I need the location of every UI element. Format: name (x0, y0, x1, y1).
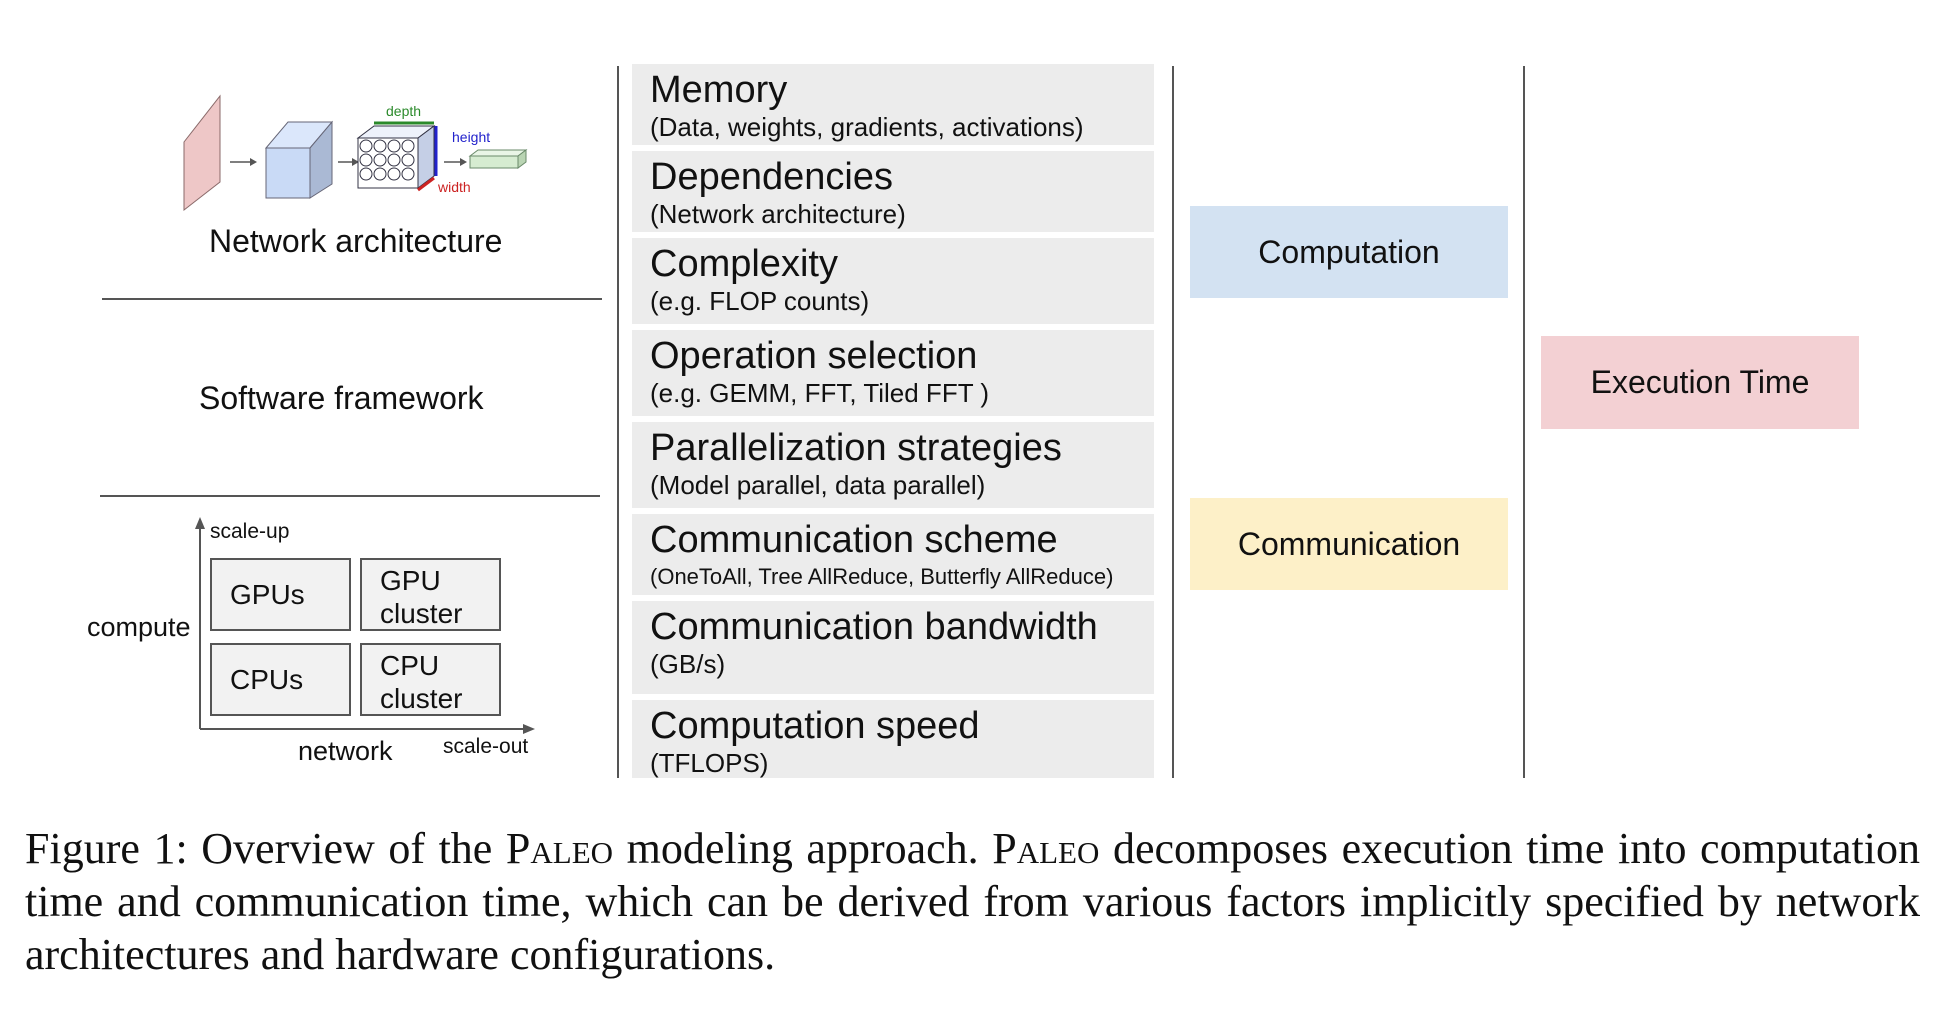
divider-factors-categories (1172, 66, 1174, 778)
caption-paleo-name: Paleo (505, 824, 614, 873)
factor-subtitle: (GB/s) (650, 649, 726, 679)
hardware-axes-icon (195, 517, 535, 734)
factor-operation-selection: Operation selection (e.g. GEMM, FFT, Til… (632, 330, 1154, 416)
cpu-cluster-box: CPU cluster (360, 643, 501, 716)
communication-box: Communication (1190, 498, 1508, 590)
execution-time-label: Execution Time (1590, 364, 1810, 400)
factor-parallelization-strategies: Parallelization strategies (Model parall… (632, 422, 1154, 508)
gpu-cluster-line1: GPU (380, 565, 441, 596)
gpu-cluster-box: GPU cluster (360, 558, 501, 631)
height-label: height (452, 129, 490, 145)
factor-title: Parallelization strategies (650, 427, 1062, 469)
computation-label: Computation (1258, 233, 1440, 270)
factor-title: Memory (650, 69, 788, 111)
compute-axis-label: compute (87, 612, 191, 642)
width-label: width (437, 179, 471, 195)
factor-subtitle: (Network architecture) (650, 199, 906, 229)
factor-subtitle: (e.g. GEMM, FFT, Tiled FFT ) (650, 378, 989, 408)
factor-memory: Memory (Data, weights, gradients, activa… (632, 64, 1154, 145)
cpus-label: CPUs (230, 664, 304, 695)
figure-caption: Figure 1: Overview of the Paleo modeling… (25, 822, 1920, 981)
caption-suffix: decomposes execution time into computati… (25, 824, 1920, 979)
factor-subtitle: (Model parallel, data parallel) (650, 470, 986, 500)
software-framework-label: Software framework (199, 380, 484, 416)
factor-title: Dependencies (650, 156, 893, 198)
depth-label: depth (386, 103, 421, 119)
communication-label: Communication (1237, 525, 1461, 562)
execution-time-box: Execution Time (1541, 336, 1859, 429)
factor-title: Communication bandwidth (650, 606, 1098, 648)
scale-up-label: scale-up (210, 520, 290, 543)
gpus-label: GPUs (230, 579, 305, 610)
divider-left-factors (617, 66, 619, 778)
factor-title: Operation selection (650, 335, 978, 377)
factor-computation-speed: Computation speed (TFLOPS) (632, 700, 1154, 778)
cnn-diagram-icon: depth height width (183, 94, 528, 212)
divider-categories-result (1523, 66, 1525, 778)
left-divider-bottom (100, 495, 600, 497)
gpu-cluster-line2: cluster (380, 598, 463, 629)
cpu-cluster-line1: CPU (380, 650, 440, 681)
network-architecture-label: Network architecture (209, 223, 503, 259)
network-axis-label: network (298, 736, 393, 766)
factor-subtitle: (e.g. FLOP counts) (650, 286, 870, 316)
factor-title: Computation speed (650, 705, 980, 747)
factor-title: Communication scheme (650, 519, 1058, 561)
factor-communication-scheme: Communication scheme (OneToAll, Tree All… (632, 514, 1154, 595)
factor-subtitle: (Data, weights, gradients, activations) (650, 112, 1084, 142)
factor-subtitle: (OneToAll, Tree AllReduce, Butterfly All… (650, 564, 1114, 589)
caption-paleo-name-2: Paleo (992, 824, 1100, 873)
caption-middle: modeling approach. (613, 824, 993, 873)
caption-prefix: Figure 1: Overview of the (25, 824, 506, 873)
cpu-cluster-line2: cluster (380, 683, 463, 714)
factor-complexity: Complexity (e.g. FLOP counts) (632, 238, 1154, 324)
factor-subtitle: (TFLOPS) (650, 748, 769, 778)
factor-title: Complexity (650, 243, 838, 285)
cpus-box: CPUs (210, 643, 351, 716)
factor-communication-bandwidth: Communication bandwidth (GB/s) (632, 601, 1154, 694)
factor-dependencies: Dependencies (Network architecture) (632, 151, 1154, 232)
gpus-box: GPUs (210, 558, 351, 631)
computation-box: Computation (1190, 206, 1508, 298)
left-divider-top (102, 298, 602, 300)
scale-out-label: scale-out (443, 735, 529, 758)
